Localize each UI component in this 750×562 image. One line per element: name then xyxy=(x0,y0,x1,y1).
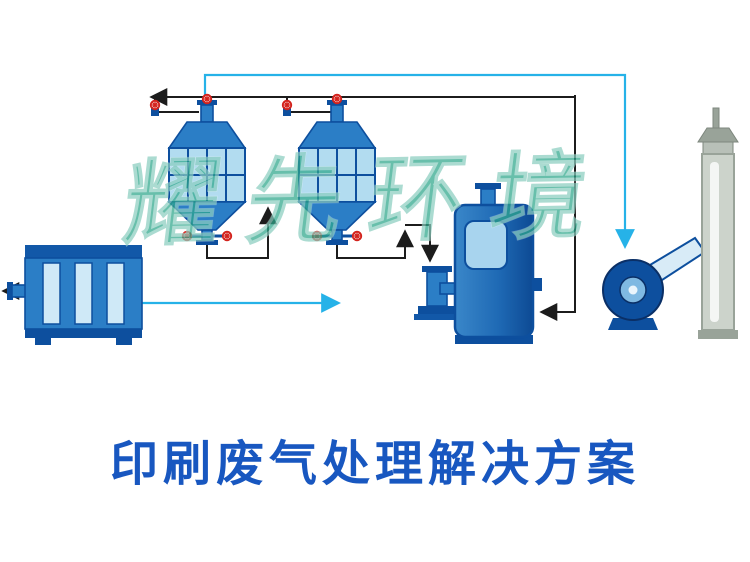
pipe-drain-unit1 xyxy=(206,206,277,259)
fan-hub xyxy=(628,285,638,295)
box-foot-right xyxy=(116,338,132,345)
treatment-tank-icon xyxy=(439,183,542,344)
chimney-icon xyxy=(697,107,739,339)
valve-icon xyxy=(221,230,233,242)
page-title: 印刷废气处理解决方案 xyxy=(109,438,640,491)
chimney-base xyxy=(698,330,738,339)
valve-icon xyxy=(149,99,161,111)
pipe-elbow-2 xyxy=(283,108,291,116)
chimney-tip xyxy=(712,107,720,131)
pump-base xyxy=(418,306,456,314)
pipe-to-tank xyxy=(539,95,576,321)
filter-unit-2-icon xyxy=(297,98,377,247)
valve-icon xyxy=(181,230,193,242)
pump-flange xyxy=(422,266,452,272)
valve-icon xyxy=(351,230,363,242)
box-top-band xyxy=(25,245,142,258)
tank-base xyxy=(455,335,533,344)
pipe-to-pump xyxy=(405,224,439,263)
tank-right-stub xyxy=(533,278,542,291)
centrifugal-fan-icon xyxy=(602,236,707,330)
valve-icon xyxy=(201,93,213,105)
chimney-highlight xyxy=(710,162,719,322)
pipe-elbow-1 xyxy=(151,108,159,116)
box-filter-slot-1 xyxy=(42,262,61,325)
fan-base xyxy=(608,318,658,330)
box-filter-slot-3 xyxy=(106,262,125,325)
flow-lines xyxy=(1,73,635,321)
valve-icon xyxy=(311,230,323,242)
box-filter-slot-2 xyxy=(74,262,93,325)
valve-icon xyxy=(331,93,343,105)
chimney-cap xyxy=(697,127,739,143)
filter-unit-1-icon xyxy=(167,98,247,247)
tank-door xyxy=(464,220,508,270)
box-stub-pipe xyxy=(11,284,27,298)
chimney-neck xyxy=(702,141,734,155)
tank-top-flange xyxy=(475,183,501,189)
pump-base-plate xyxy=(414,314,460,320)
pipe-drain-unit2 xyxy=(336,229,414,259)
box-foot-left xyxy=(35,338,51,345)
pipe-inlet-unit2 xyxy=(286,97,331,113)
valve-icon xyxy=(281,99,293,111)
box-flange xyxy=(7,282,13,300)
tank-top-stub xyxy=(480,188,496,206)
box-bottom-band xyxy=(25,329,142,338)
pipe-inlet-unit1 xyxy=(154,97,199,113)
carbon-adsorption-box-icon xyxy=(7,245,143,345)
